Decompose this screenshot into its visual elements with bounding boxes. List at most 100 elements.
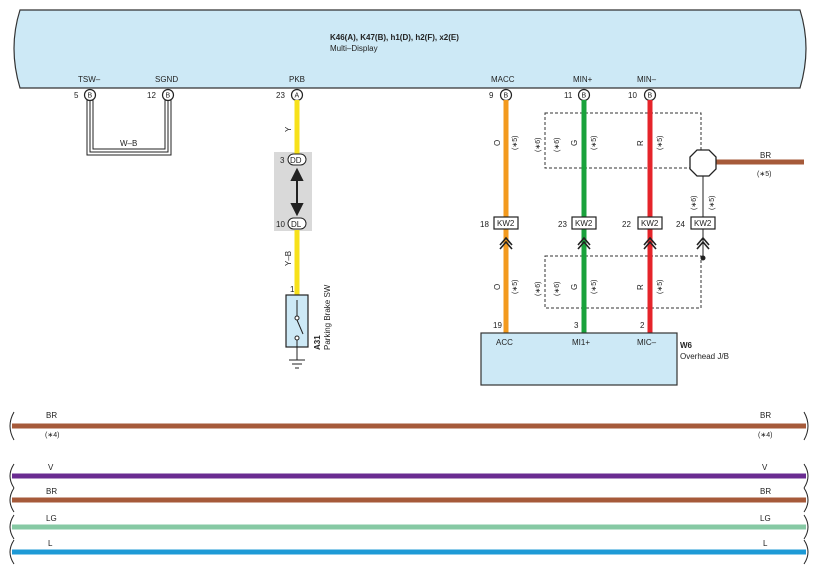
svg-text:10: 10 bbox=[628, 91, 637, 100]
wire-o-code-upper: O bbox=[493, 140, 502, 146]
wire-r-code-lower: R bbox=[636, 284, 645, 290]
svg-text:12: 12 bbox=[147, 91, 156, 100]
jb-pin-3: 3 bbox=[574, 321, 579, 330]
svg-text:KW2: KW2 bbox=[575, 219, 593, 228]
jb-label-mic: MIC– bbox=[637, 338, 657, 347]
svg-text:11: 11 bbox=[564, 91, 573, 100]
svg-text:A: A bbox=[295, 93, 300, 100]
svg-text:24: 24 bbox=[676, 220, 685, 229]
star6-upper-mid: (∗6) bbox=[554, 138, 561, 152]
mating-arrows-icon bbox=[290, 167, 304, 217]
svg-text:BR: BR bbox=[46, 487, 57, 496]
svg-text:V: V bbox=[762, 463, 768, 472]
splice-wire-code: BR bbox=[760, 151, 771, 160]
svg-text:B: B bbox=[88, 93, 93, 100]
splice-octagon-icon bbox=[689, 149, 717, 177]
pin-label-macc: MACC bbox=[491, 75, 515, 84]
wire-r-note-lower: (∗5) bbox=[657, 280, 664, 294]
svg-text:BR: BR bbox=[760, 487, 771, 496]
parking-brake-id: A31 bbox=[313, 335, 322, 350]
wire-r-code-upper: R bbox=[636, 140, 645, 146]
pkb-lower-color: Y–B bbox=[284, 251, 293, 266]
svg-text:B: B bbox=[648, 93, 653, 100]
multi-display-name: Multi–Display bbox=[330, 44, 378, 53]
svg-text:LG: LG bbox=[760, 514, 771, 523]
wire-g-code-upper: G bbox=[570, 140, 579, 146]
shield-box-upper bbox=[544, 112, 702, 169]
star6-lower-mid: (∗6) bbox=[554, 282, 561, 296]
svg-text:B: B bbox=[166, 93, 171, 100]
drain-star5: (∗5) bbox=[709, 196, 716, 210]
svg-text:B: B bbox=[504, 93, 509, 100]
svg-text:23: 23 bbox=[558, 220, 567, 229]
shield-wire-code: W–B bbox=[120, 139, 137, 148]
overhead-jb-name: Overhead J/B bbox=[680, 352, 729, 361]
svg-text:V: V bbox=[48, 463, 54, 472]
tsw-sgnd-shield-wire bbox=[86, 100, 172, 156]
connector-kw2-23: 23 KW2 bbox=[558, 216, 597, 250]
svg-text:5: 5 bbox=[74, 91, 79, 100]
wire-r-note-upper: (∗5) bbox=[657, 136, 664, 150]
pin-sgnd: 12 B bbox=[147, 88, 175, 102]
svg-text:KW2: KW2 bbox=[641, 219, 659, 228]
svg-text:KW2: KW2 bbox=[497, 219, 515, 228]
pin-label-tsw: TSW– bbox=[78, 75, 101, 84]
svg-text:(∗4): (∗4) bbox=[45, 432, 59, 439]
pin-min-plus: 11 B bbox=[564, 88, 591, 102]
svg-text:23: 23 bbox=[276, 91, 285, 100]
drain-star6: (∗6) bbox=[691, 196, 698, 210]
bus-line-v: V V bbox=[9, 463, 809, 489]
pkb-upper-color: Y bbox=[284, 126, 293, 132]
jb-pin-2: 2 bbox=[640, 321, 645, 330]
jb-pin-19: 19 bbox=[493, 321, 502, 330]
pin-min-minus: 10 B bbox=[628, 88, 657, 102]
svg-text:18: 18 bbox=[480, 220, 489, 229]
shield-box-lower bbox=[544, 255, 702, 309]
wire-g-note-upper: (∗5) bbox=[591, 136, 598, 150]
svg-text:9: 9 bbox=[489, 91, 494, 100]
connector-kw2-18: 18 KW2 bbox=[480, 216, 519, 250]
bus-line-br: BR BR bbox=[9, 487, 809, 513]
drain-joint bbox=[700, 255, 706, 261]
splice-wire-note: (∗5) bbox=[757, 171, 771, 178]
switch-contact-icon bbox=[294, 300, 304, 352]
parking-brake-name: Parking Brake SW bbox=[323, 284, 332, 350]
multi-display-box bbox=[13, 9, 807, 89]
wire-g-code-lower: G bbox=[570, 284, 579, 290]
jb-label-acc: ACC bbox=[496, 338, 513, 347]
svg-text:LG: LG bbox=[46, 514, 57, 523]
svg-text:KW2: KW2 bbox=[694, 219, 712, 228]
svg-text:BR: BR bbox=[46, 411, 57, 420]
svg-text:L: L bbox=[48, 539, 53, 548]
bus-line-br-4: BR (∗4) BR (∗4) bbox=[9, 411, 809, 441]
svg-text:10: 10 bbox=[276, 220, 285, 229]
star6-lower-left: (∗6) bbox=[535, 282, 542, 296]
jb-label-mi1: MI1+ bbox=[572, 338, 590, 347]
multi-display-connectors: K46(A), K47(B), h1(D), h2(F), x2(E) bbox=[330, 33, 459, 42]
bus-line-l: L L bbox=[9, 539, 809, 565]
svg-text:22: 22 bbox=[622, 220, 631, 229]
connector-kw2-24: 24 KW2 bbox=[676, 216, 716, 250]
svg-text:B: B bbox=[582, 93, 587, 100]
bus-line-lg: LG LG bbox=[9, 514, 809, 540]
parking-brake-pin: 1 bbox=[290, 285, 295, 294]
pin-tsw: 5 B bbox=[74, 88, 97, 102]
svg-text:BR: BR bbox=[760, 411, 771, 420]
svg-text:3: 3 bbox=[280, 156, 285, 165]
svg-text:DD: DD bbox=[290, 156, 302, 165]
connector-kw2-22: 22 KW2 bbox=[622, 216, 663, 250]
svg-text:L: L bbox=[763, 539, 768, 548]
svg-text:(∗4): (∗4) bbox=[758, 432, 772, 439]
wire-o-code-lower: O bbox=[493, 284, 502, 290]
connector-dd: 3 DD bbox=[280, 153, 307, 166]
wire-o-note-upper: (∗5) bbox=[512, 136, 519, 150]
pin-label-min-plus: MIN+ bbox=[573, 75, 593, 84]
pin-pkb: 23 A bbox=[276, 88, 304, 102]
overhead-jb-box bbox=[480, 332, 678, 386]
pin-label-min-minus: MIN– bbox=[637, 75, 657, 84]
overhead-jb-id: W6 bbox=[680, 341, 693, 350]
wire-g-note-lower: (∗5) bbox=[591, 280, 598, 294]
pin-macc: 9 B bbox=[489, 88, 513, 102]
wire-o-note-lower: (∗5) bbox=[512, 280, 519, 294]
